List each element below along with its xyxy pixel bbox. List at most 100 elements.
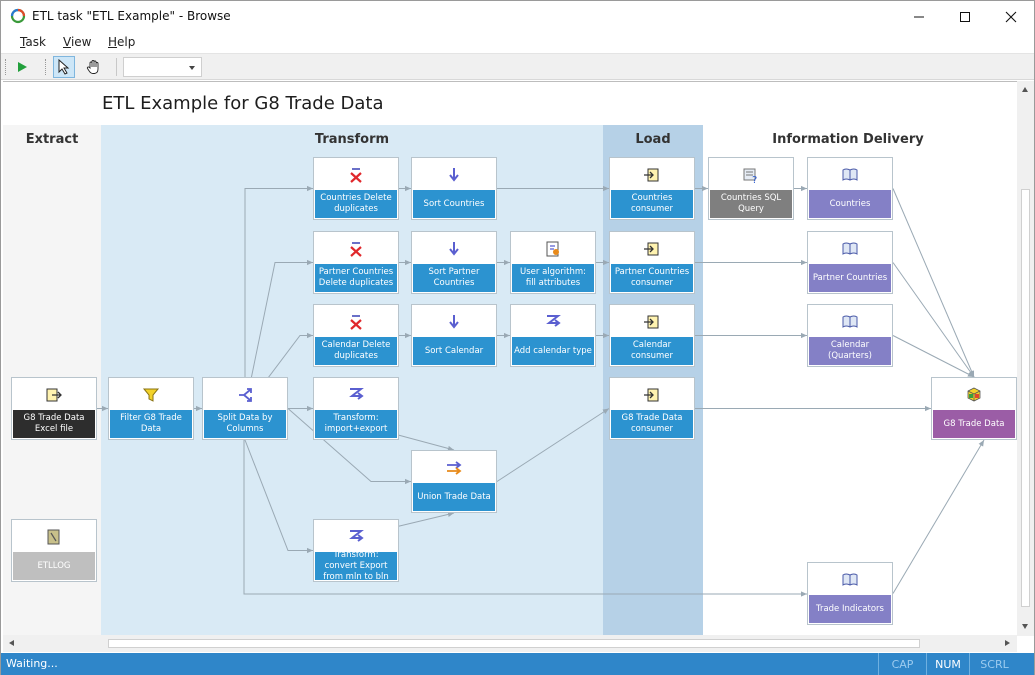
- node-label: ETLLOG: [13, 552, 95, 580]
- node-filter[interactable]: Filter G8 Trade Data: [108, 377, 194, 440]
- pan-tool-button[interactable]: [83, 56, 105, 78]
- flow-connections: [97, 185, 985, 597]
- status-bar: Waiting... CAP NUM SCRL: [1, 653, 1034, 675]
- node-label: Union Trade Data: [413, 483, 495, 511]
- delete-duplicates-icon: [314, 158, 398, 191]
- toolbar: [1, 53, 1034, 80]
- node-label: Transform: convert Export from mln to bl…: [315, 550, 397, 582]
- stage-title-transform: Transform: [314, 132, 390, 147]
- status-text: Waiting...: [6, 657, 58, 670]
- delete-duplicates-icon: [314, 305, 398, 338]
- cap-lock-indicator: CAP: [878, 653, 926, 675]
- select-tool-button[interactable]: [53, 56, 75, 78]
- node-pccons[interactable]: Partner Countries consumer: [609, 231, 695, 294]
- split-icon: [203, 378, 287, 411]
- node-pcdel[interactable]: Partner Countries Delete duplicates: [313, 231, 399, 294]
- scroll-down-icon[interactable]: [1022, 624, 1028, 629]
- edge-split-to-cdel: [244, 185, 313, 409]
- node-tie[interactable]: Transform: import+export: [313, 377, 399, 440]
- node-etllog[interactable]: ETLLOG: [11, 519, 97, 582]
- horizontal-scrollbar[interactable]: [3, 635, 1017, 652]
- node-label: G8 Trade Data: [933, 410, 1015, 438]
- import-icon: [12, 378, 96, 411]
- consumer-icon: [610, 305, 694, 338]
- node-label: Partner Countries consumer: [611, 264, 693, 292]
- node-cdel[interactable]: Countries Delete duplicates: [313, 157, 399, 220]
- run-button[interactable]: [11, 56, 33, 78]
- menu-bar: Task View Help: [1, 32, 1034, 53]
- node-ccons[interactable]: Countries consumer: [609, 157, 695, 220]
- title-bar: ETL task "ETL Example" - Browse: [1, 1, 1034, 32]
- node-label: Countries consumer: [611, 190, 693, 218]
- node-sortc[interactable]: Sort Countries: [411, 157, 497, 220]
- node-sqlq[interactable]: ?Countries SQL Query: [708, 157, 794, 220]
- node-sortpc[interactable]: Sort Partner Countries: [411, 231, 497, 294]
- node-label: Calendar consumer: [611, 337, 693, 365]
- scroll-left-icon[interactable]: [9, 640, 14, 646]
- transform-icon: [314, 520, 398, 553]
- node-dcount[interactable]: Countries: [807, 157, 893, 220]
- vertical-scroll-thumb[interactable]: [1021, 189, 1030, 607]
- node-label: Calendar (Quarters): [809, 337, 891, 365]
- edge-split-to-tconv: [244, 439, 313, 554]
- toolbar-grip-2[interactable]: [45, 59, 48, 75]
- zoom-select[interactable]: [123, 57, 202, 77]
- node-label: User algorithm: fill attributes: [512, 264, 594, 292]
- edge-dcount-to-cube: [892, 188, 975, 378]
- sort-icon: [412, 305, 496, 338]
- node-label: Countries: [809, 190, 891, 218]
- node-label: Partner Countries Delete duplicates: [315, 264, 397, 292]
- node-ualg[interactable]: User algorithm: fill attributes: [510, 231, 596, 294]
- node-addcal[interactable]: Add calendar type: [510, 304, 596, 367]
- sort-icon: [412, 232, 496, 265]
- vertical-scrollbar[interactable]: [1017, 81, 1034, 636]
- menu-view[interactable]: View: [63, 35, 92, 49]
- node-caldel[interactable]: Calendar Delete duplicates: [313, 304, 399, 367]
- diagram-title: ETL Example for G8 Trade Data: [102, 93, 384, 114]
- node-label: G8 Trade Data Excel file: [13, 410, 95, 438]
- maximize-icon: [960, 11, 970, 22]
- consumer-icon: [610, 232, 694, 265]
- edge-dpart-to-cube: [892, 262, 975, 378]
- diagram-canvas[interactable]: ETL Example for G8 Trade Data Extract Tr…: [3, 81, 1017, 636]
- dictionary-icon: [808, 563, 892, 596]
- node-dind[interactable]: Trade Indicators: [807, 562, 893, 625]
- node-cube[interactable]: G8 Trade Data: [931, 377, 1017, 440]
- pointer-icon: [58, 59, 70, 75]
- node-dpart[interactable]: Partner Countries: [807, 231, 893, 294]
- edge-split-to-pcdel: [244, 259, 313, 409]
- scroll-right-icon[interactable]: [1005, 640, 1010, 646]
- transform-icon: [314, 378, 398, 411]
- node-g8cons[interactable]: G8 Trade Data consumer: [609, 377, 695, 440]
- dictionary-icon: [808, 305, 892, 338]
- dictionary-icon: [808, 232, 892, 265]
- node-label: Sort Countries: [413, 190, 495, 218]
- node-excel[interactable]: G8 Trade Data Excel file: [11, 377, 97, 440]
- node-union[interactable]: Union Trade Data: [411, 450, 497, 513]
- node-calcons[interactable]: Calendar consumer: [609, 304, 695, 367]
- close-button[interactable]: [988, 1, 1034, 32]
- window-title: ETL task "ETL Example" - Browse: [32, 9, 231, 23]
- node-dcal[interactable]: Calendar (Quarters): [807, 304, 893, 367]
- node-sortcal[interactable]: Sort Calendar: [411, 304, 497, 367]
- node-tconv[interactable]: Transform: convert Export from mln to bl…: [313, 519, 399, 582]
- consumer-icon: [610, 158, 694, 191]
- menu-task[interactable]: Task: [20, 35, 46, 49]
- horizontal-scroll-thumb[interactable]: [108, 639, 920, 648]
- stage-title-extract: Extract: [25, 132, 79, 147]
- maximize-button[interactable]: [942, 1, 988, 32]
- consumer-icon: [610, 378, 694, 411]
- scroll-up-icon[interactable]: [1022, 87, 1028, 92]
- menu-help[interactable]: Help: [108, 35, 136, 49]
- edge-dind-to-cube: [892, 439, 985, 594]
- minimize-button[interactable]: [896, 1, 942, 32]
- node-label: Split Data by Columns: [204, 410, 286, 438]
- node-split[interactable]: Split Data by Columns: [202, 377, 288, 440]
- dictionary-icon: [808, 158, 892, 191]
- toolbar-grip[interactable]: [5, 59, 8, 75]
- toolbar-separator: [116, 58, 117, 76]
- node-label: Trade Indicators: [809, 595, 891, 623]
- node-label: Calendar Delete duplicates: [315, 337, 397, 365]
- sql-query-icon: ?: [709, 158, 793, 191]
